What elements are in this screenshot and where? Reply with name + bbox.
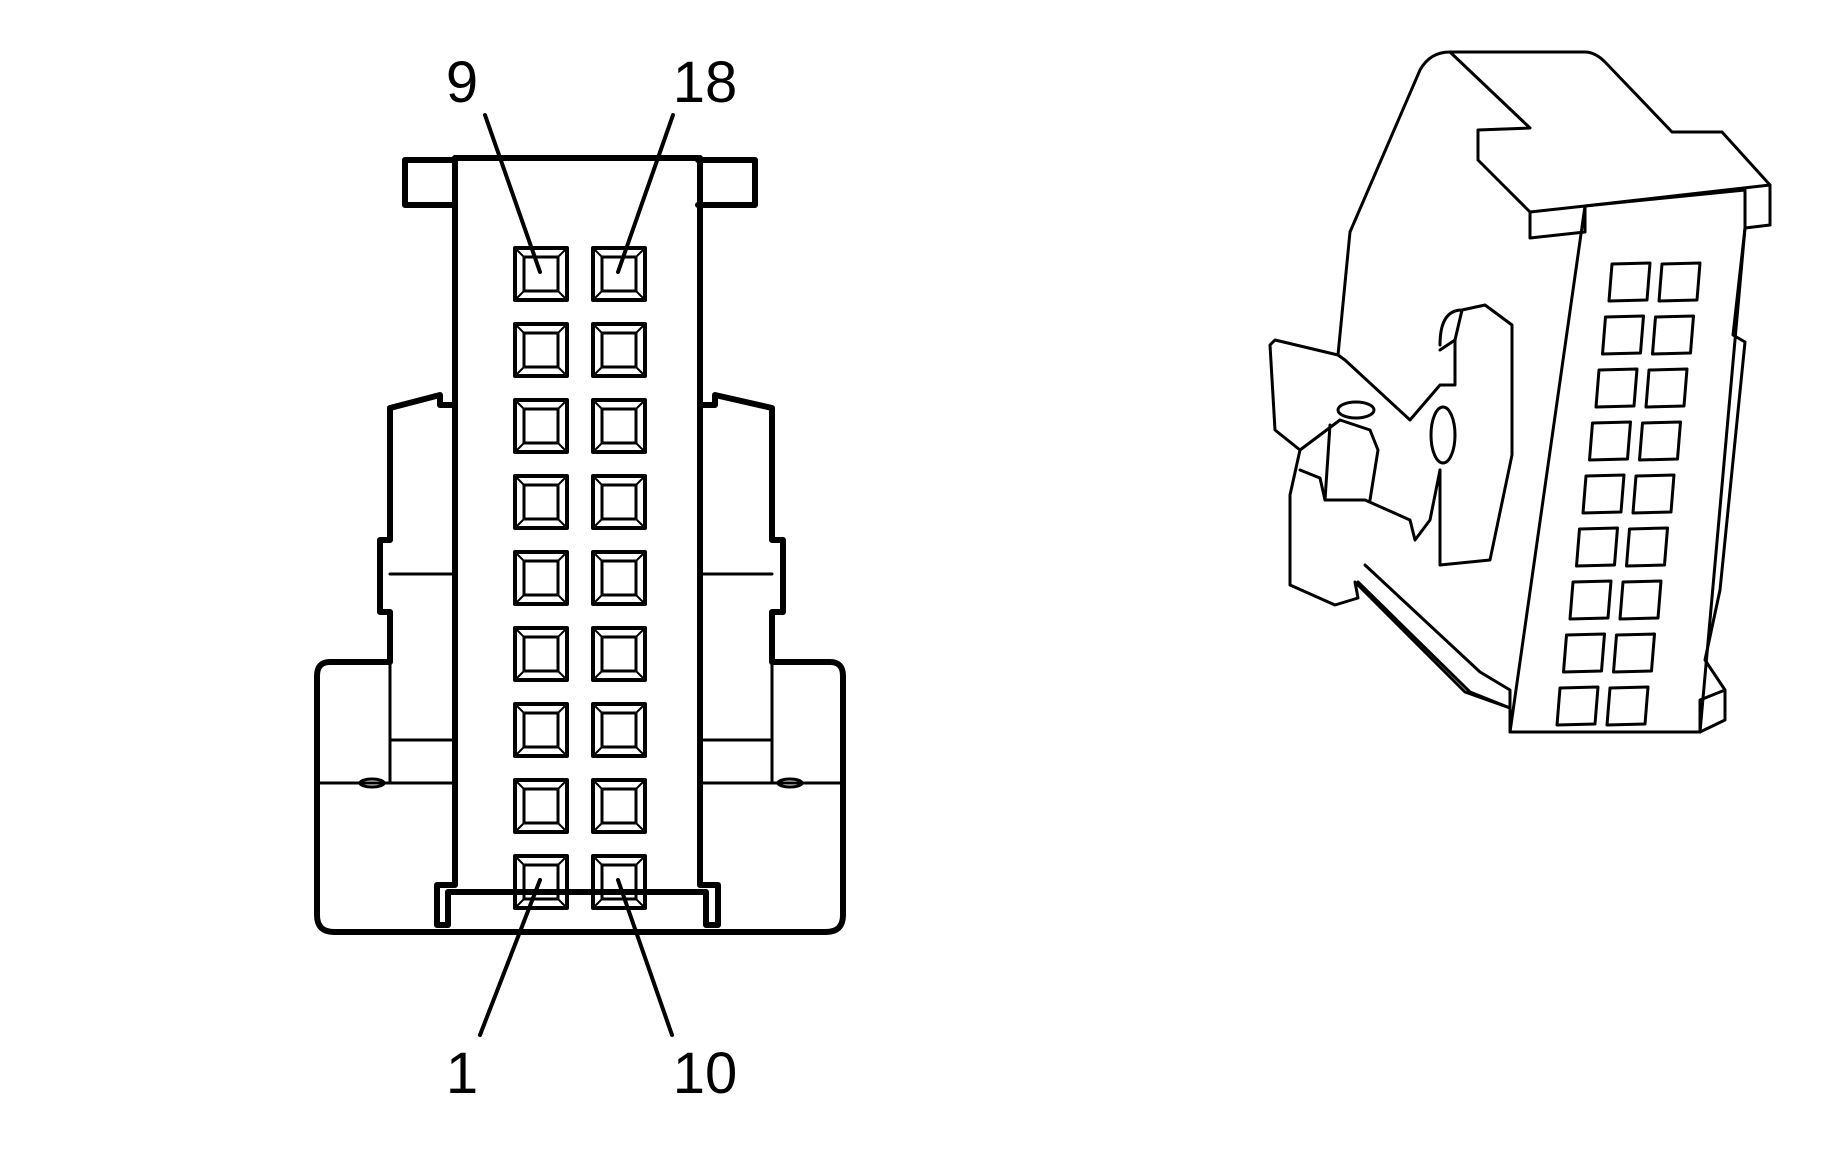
- front-cavity: [591, 626, 647, 682]
- pin-label-1: 1: [446, 1041, 478, 1106]
- shroud-details: [318, 572, 842, 789]
- iso-cavity: [1618, 579, 1663, 621]
- front-cavity: [591, 246, 647, 302]
- front-cavity: [513, 854, 569, 910]
- iso-cavity: [1625, 526, 1669, 568]
- iso-top-step: [1528, 204, 1587, 240]
- iso-cavity: [1607, 261, 1652, 303]
- iso-cavity: [1638, 420, 1682, 462]
- pin-label-9: 9: [446, 50, 478, 115]
- pin-label-18: 18: [673, 50, 738, 115]
- front-cavity: [591, 854, 647, 910]
- front-cavity: [591, 474, 647, 530]
- iso-cavity: [1562, 632, 1606, 674]
- front-cavity: [591, 702, 647, 758]
- iso-cavity: [1568, 579, 1613, 621]
- front-cavity: [591, 778, 647, 834]
- iso-latch-block: [1298, 418, 1380, 502]
- pin-18-leader: [616, 113, 675, 274]
- iso-top-housing: [1348, 50, 1772, 234]
- iso-cavity: [1651, 314, 1695, 356]
- iso-latch-tab: [1438, 308, 1464, 352]
- iso-cavity: [1631, 473, 1676, 515]
- iso-cavity: [1612, 632, 1656, 674]
- pin-9-leader: [483, 113, 542, 274]
- iso-cavity: [1605, 685, 1650, 727]
- iso-cavity: [1575, 526, 1619, 568]
- front-cavity: [591, 398, 647, 454]
- pin-10-leader: [616, 878, 674, 1037]
- iso-cavity: [1581, 473, 1626, 515]
- iso-cavity: [1588, 420, 1632, 462]
- connector-front-view: [314, 113, 846, 1037]
- iso-latch-pin: [1429, 405, 1457, 465]
- top-flange: [402, 157, 758, 208]
- pin-label-10: 10: [673, 1041, 738, 1106]
- iso-front-face: [1508, 188, 1747, 734]
- iso-cavity: [1644, 367, 1689, 409]
- front-cavity: [513, 778, 569, 834]
- iso-cavity: [1594, 367, 1639, 409]
- front-cavity: [513, 702, 569, 758]
- iso-left-body: [1268, 230, 1512, 734]
- front-cavity: [513, 322, 569, 378]
- front-cavity: [513, 550, 569, 606]
- iso-cavity: [1555, 685, 1600, 727]
- iso-latch-arm: [1298, 468, 1442, 542]
- connector-body: [434, 155, 721, 928]
- iso-latch-hole: [1336, 400, 1376, 420]
- front-cavity: [513, 626, 569, 682]
- connector-isometric-view: [1268, 50, 1772, 734]
- front-cavity: [513, 398, 569, 454]
- front-cavity: [513, 474, 569, 530]
- iso-cavity: [1657, 261, 1702, 303]
- iso-cavity-grid: [1555, 261, 1702, 727]
- iso-cavity: [1601, 314, 1645, 356]
- front-cavity: [591, 322, 647, 378]
- iso-rail: [1356, 563, 1512, 710]
- connector-shroud: [314, 392, 846, 935]
- front-cavity: [591, 550, 647, 606]
- front-cavity-grid: [513, 246, 647, 910]
- pin-1-leader: [478, 878, 542, 1037]
- iso-bottom-step: [1698, 688, 1727, 734]
- front-cavity: [513, 246, 569, 302]
- iso-right-side: [1698, 226, 1747, 734]
